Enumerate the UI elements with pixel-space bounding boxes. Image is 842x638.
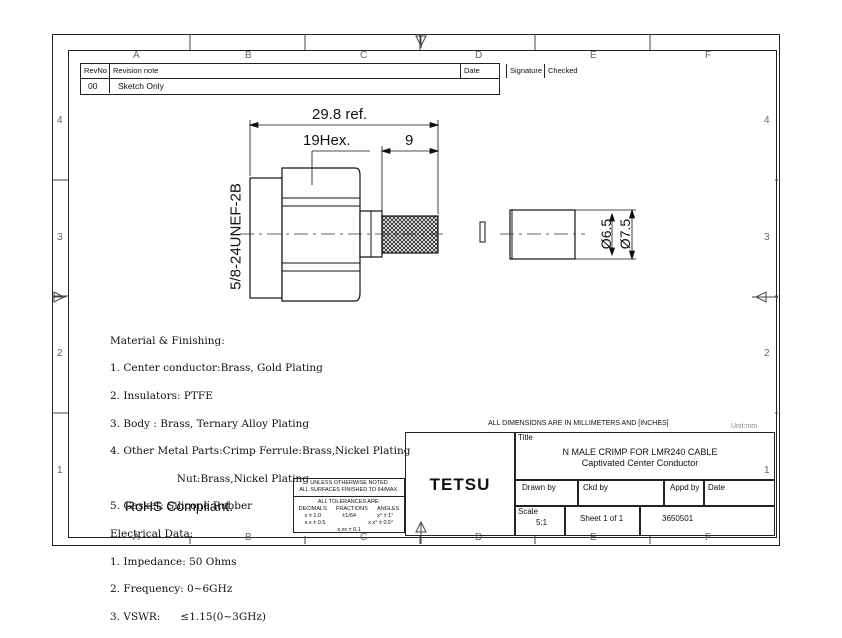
units-note: ALL DIMENSIONS ARE IN MILLIMETERS AND [I…: [488, 420, 669, 427]
tolerance-box: UNLESS OTHERWISE NOTED ALL SURFACES FINI…: [293, 478, 405, 533]
tol-ang2: x.x° ± 0.5°: [368, 520, 394, 526]
rev-date-header: Date: [461, 64, 507, 78]
dim-dia-outer: Ø7.5: [617, 218, 633, 250]
drawing-inner-border: [68, 50, 777, 538]
zone-col-a-bottom: A: [133, 532, 140, 543]
date-cell: [704, 480, 775, 506]
note-line: 1. Impedance: 50 Ohms: [110, 555, 237, 568]
zone-col-e-bottom: E: [590, 532, 597, 543]
zone-row-1-right: 1: [764, 465, 770, 476]
tolerance-row-2: x.x ± 0.5 x.x° ± 0.5°: [294, 520, 404, 527]
zone-col-b-bottom: B: [245, 532, 252, 543]
zone-row-3-right: 3: [764, 232, 770, 243]
zone-col-a-top: A: [133, 50, 140, 61]
sheet-cell: [565, 506, 640, 536]
company-name: TETSU: [429, 475, 491, 494]
note-line: 4. Other Metal Parts:Crimp Ferrule:Brass…: [110, 445, 411, 458]
tol-angles-header: ANGLES: [377, 506, 400, 512]
revision-table: RevNo Revision note Date Signature Check…: [80, 63, 578, 95]
zone-row-3-left: 3: [57, 232, 63, 243]
scale-cell: [515, 506, 565, 536]
dim-length: 29.8 ref.: [312, 106, 368, 123]
dim-thread: 5/8-24UNEF-2B: [227, 183, 245, 290]
rev-no-value: 00: [81, 79, 110, 93]
zone-col-c-top: C: [360, 50, 368, 61]
note-line: 1. Center conductor:Brass, Gold Plating: [110, 362, 323, 375]
zone-row-2-right: 2: [764, 348, 770, 359]
revision-row: 00 Sketch Only: [81, 79, 499, 93]
border-ticks: [52, 34, 778, 544]
rev-signature-header: Signature: [507, 64, 545, 78]
zone-row-4-left: 4: [57, 115, 63, 126]
unit-label: Unit:mm: [731, 423, 758, 430]
appd-by-cell: [664, 480, 704, 506]
tolerance-row-1: x ± 1.0 ±1/64 x° ± 1°: [294, 513, 404, 520]
zone-col-f-bottom: F: [705, 532, 712, 543]
rev-note-header: Revision note: [110, 64, 461, 78]
tolerance-header-row: DECIMALS FRACTIONS ANGLES: [294, 506, 404, 513]
note-line: Electrical Data:: [110, 527, 194, 540]
revision-header-row: RevNo Revision note Date Signature Check…: [81, 64, 578, 79]
note-line: Nut:Brass,Nickel Plating: [110, 472, 310, 485]
tolerance-line2: ALL SURFACES FINISHED TO 64/MAX.: [299, 487, 399, 493]
title-cell: [515, 432, 775, 480]
tol-dec3: x.xx ± 0.1: [337, 527, 361, 533]
rev-no-header: RevNo: [81, 64, 110, 78]
ckd-by-label: Ckd by: [583, 483, 608, 492]
zone-col-c-bottom: C: [360, 532, 368, 543]
note-line: 2. Insulators: PTFE: [110, 389, 213, 402]
tol-dec2: x.x ± 0.5: [304, 520, 326, 526]
appd-by-label: Appd by: [670, 483, 700, 492]
dim-hex: 19Hex.: [303, 132, 351, 149]
zone-row-2-left: 2: [57, 348, 63, 359]
dim-ferrule-length: 9: [405, 132, 414, 149]
scale-label: Scale: [518, 507, 539, 516]
rev-note-value: Sketch Only: [118, 81, 164, 91]
note-line: 3. Body : Brass, Ternary Alloy Plating: [110, 417, 310, 430]
zone-row-4-right: 4: [764, 115, 770, 126]
note-line: Material & Finishing:: [110, 334, 225, 347]
dim-dia-inner: Ø6.5: [598, 218, 614, 250]
part-number: 3650501: [662, 514, 694, 523]
drawing-outer-border: [52, 34, 780, 546]
title-line1: N MALE CRIMP FOR LMR240 CABLE: [562, 447, 718, 457]
zone-col-d-top: D: [475, 50, 483, 61]
zone-col-e-top: E: [590, 50, 597, 61]
rev-checked-header: Checked: [548, 66, 578, 75]
note-line: 2. Frequency: 0~6GHz: [110, 583, 233, 596]
tolerance-line1: UNLESS OTHERWISE NOTED: [310, 480, 388, 486]
note-line: 5. Gasket: Silicone Rubber: [110, 500, 253, 513]
tol-frac: ±1/64: [342, 513, 356, 519]
drawn-by-cell: [515, 480, 578, 506]
tol-fractions-header: FRACTIONS: [336, 506, 368, 512]
date-label: Date: [708, 483, 725, 492]
tol-decimals-header: DECIMALS: [298, 506, 327, 512]
scale-value: 5:1: [536, 518, 548, 527]
zone-col-f-top: F: [705, 50, 712, 61]
tolerance-line3: ALL TOLERANCES ARE:: [294, 496, 404, 506]
tol-dec1: x ± 1.0: [304, 513, 322, 519]
part-no-cell: [640, 506, 775, 536]
tol-ang1: x° ± 1°: [377, 513, 394, 519]
sheet-number: Sheet 1 of 1: [580, 514, 624, 523]
zone-row-1-left: 1: [57, 465, 63, 476]
rohs-note: RoHS Compliant.: [125, 498, 234, 514]
note-line: 3. VSWR: ≤1.15(0~3GHz): [110, 610, 266, 623]
ckd-by-cell: [578, 480, 664, 506]
drawn-by-label: Drawn by: [522, 483, 556, 492]
zone-col-d-bottom: D: [475, 532, 483, 543]
company-cell: [405, 432, 515, 536]
zone-col-b-top: B: [245, 50, 252, 61]
tolerance-row-3: x.xx ± 0.1: [294, 527, 404, 534]
title-label: Title: [518, 433, 533, 442]
title-line2: Captivated Center Conductor: [581, 458, 699, 468]
connector-drawing: [240, 120, 636, 302]
